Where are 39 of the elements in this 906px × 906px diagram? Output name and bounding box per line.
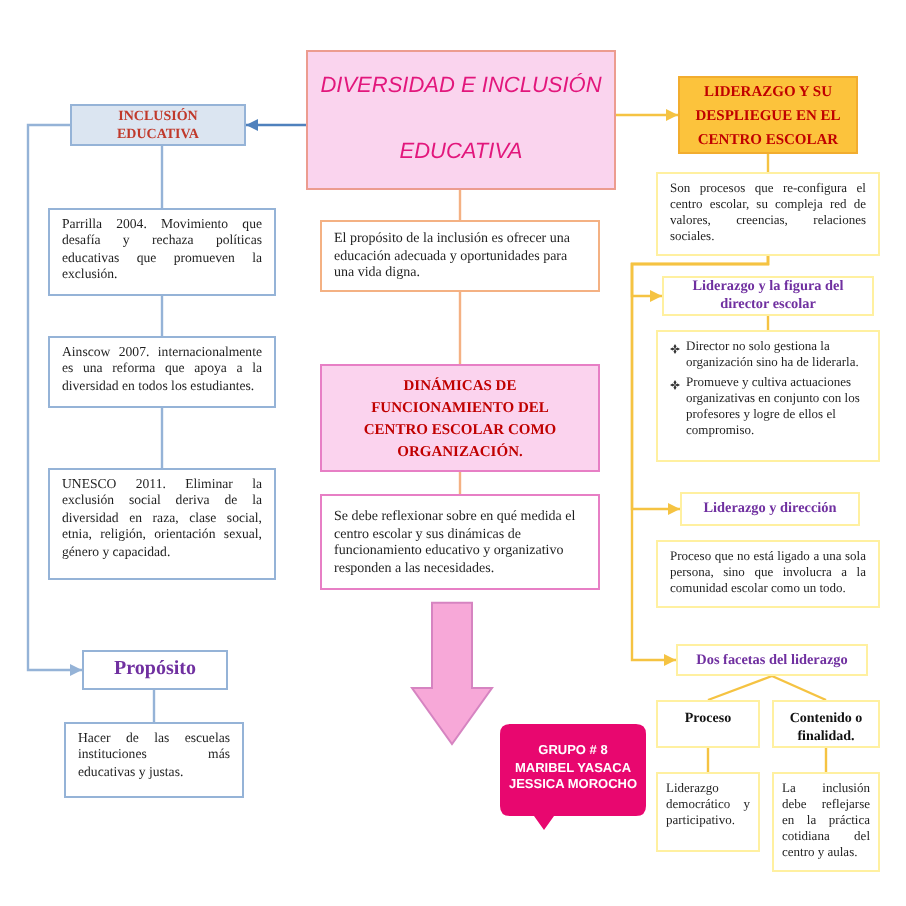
- concept-box: [678, 76, 858, 154]
- note-box: [656, 172, 880, 256]
- concept-box: [656, 700, 760, 748]
- concept-box: [662, 276, 874, 316]
- connector-line: [160, 408, 164, 468]
- connector-line: [458, 472, 462, 494]
- title-text: DIVERSIDAD E INCLUSIÓN EDUCATIVA: [318, 71, 604, 168]
- note-box: [48, 468, 276, 580]
- title-box: [306, 50, 616, 190]
- concept-box: [82, 650, 228, 690]
- concept-box: [70, 104, 246, 146]
- connector-line: [160, 146, 164, 208]
- connector-line: [824, 748, 828, 772]
- concept-box: [676, 644, 868, 676]
- connector-line: [160, 295, 164, 336]
- note-box: [64, 722, 244, 798]
- connector-line: [458, 190, 462, 220]
- concept-box: [680, 492, 860, 526]
- connector-line: [152, 690, 156, 722]
- block-arrow: [410, 601, 494, 746]
- concept-box: [772, 700, 880, 748]
- note-box: [656, 772, 760, 852]
- heading-text: Propósito: [114, 658, 196, 682]
- concept-box: [320, 364, 600, 472]
- note-box: [656, 330, 880, 462]
- note-box: [656, 540, 880, 608]
- note-box: [320, 220, 600, 292]
- note-box: [320, 494, 600, 591]
- speech-bubble: [500, 724, 646, 830]
- arrow: [246, 119, 306, 131]
- note-box: [48, 208, 276, 296]
- note-box: [48, 336, 276, 408]
- arrow: [26, 123, 82, 676]
- arrow: [630, 256, 770, 666]
- connector-line: [458, 291, 462, 364]
- connector-line: [707, 674, 773, 702]
- arrow: [616, 109, 678, 121]
- connector-line: [771, 674, 827, 702]
- connector-line: [706, 748, 710, 772]
